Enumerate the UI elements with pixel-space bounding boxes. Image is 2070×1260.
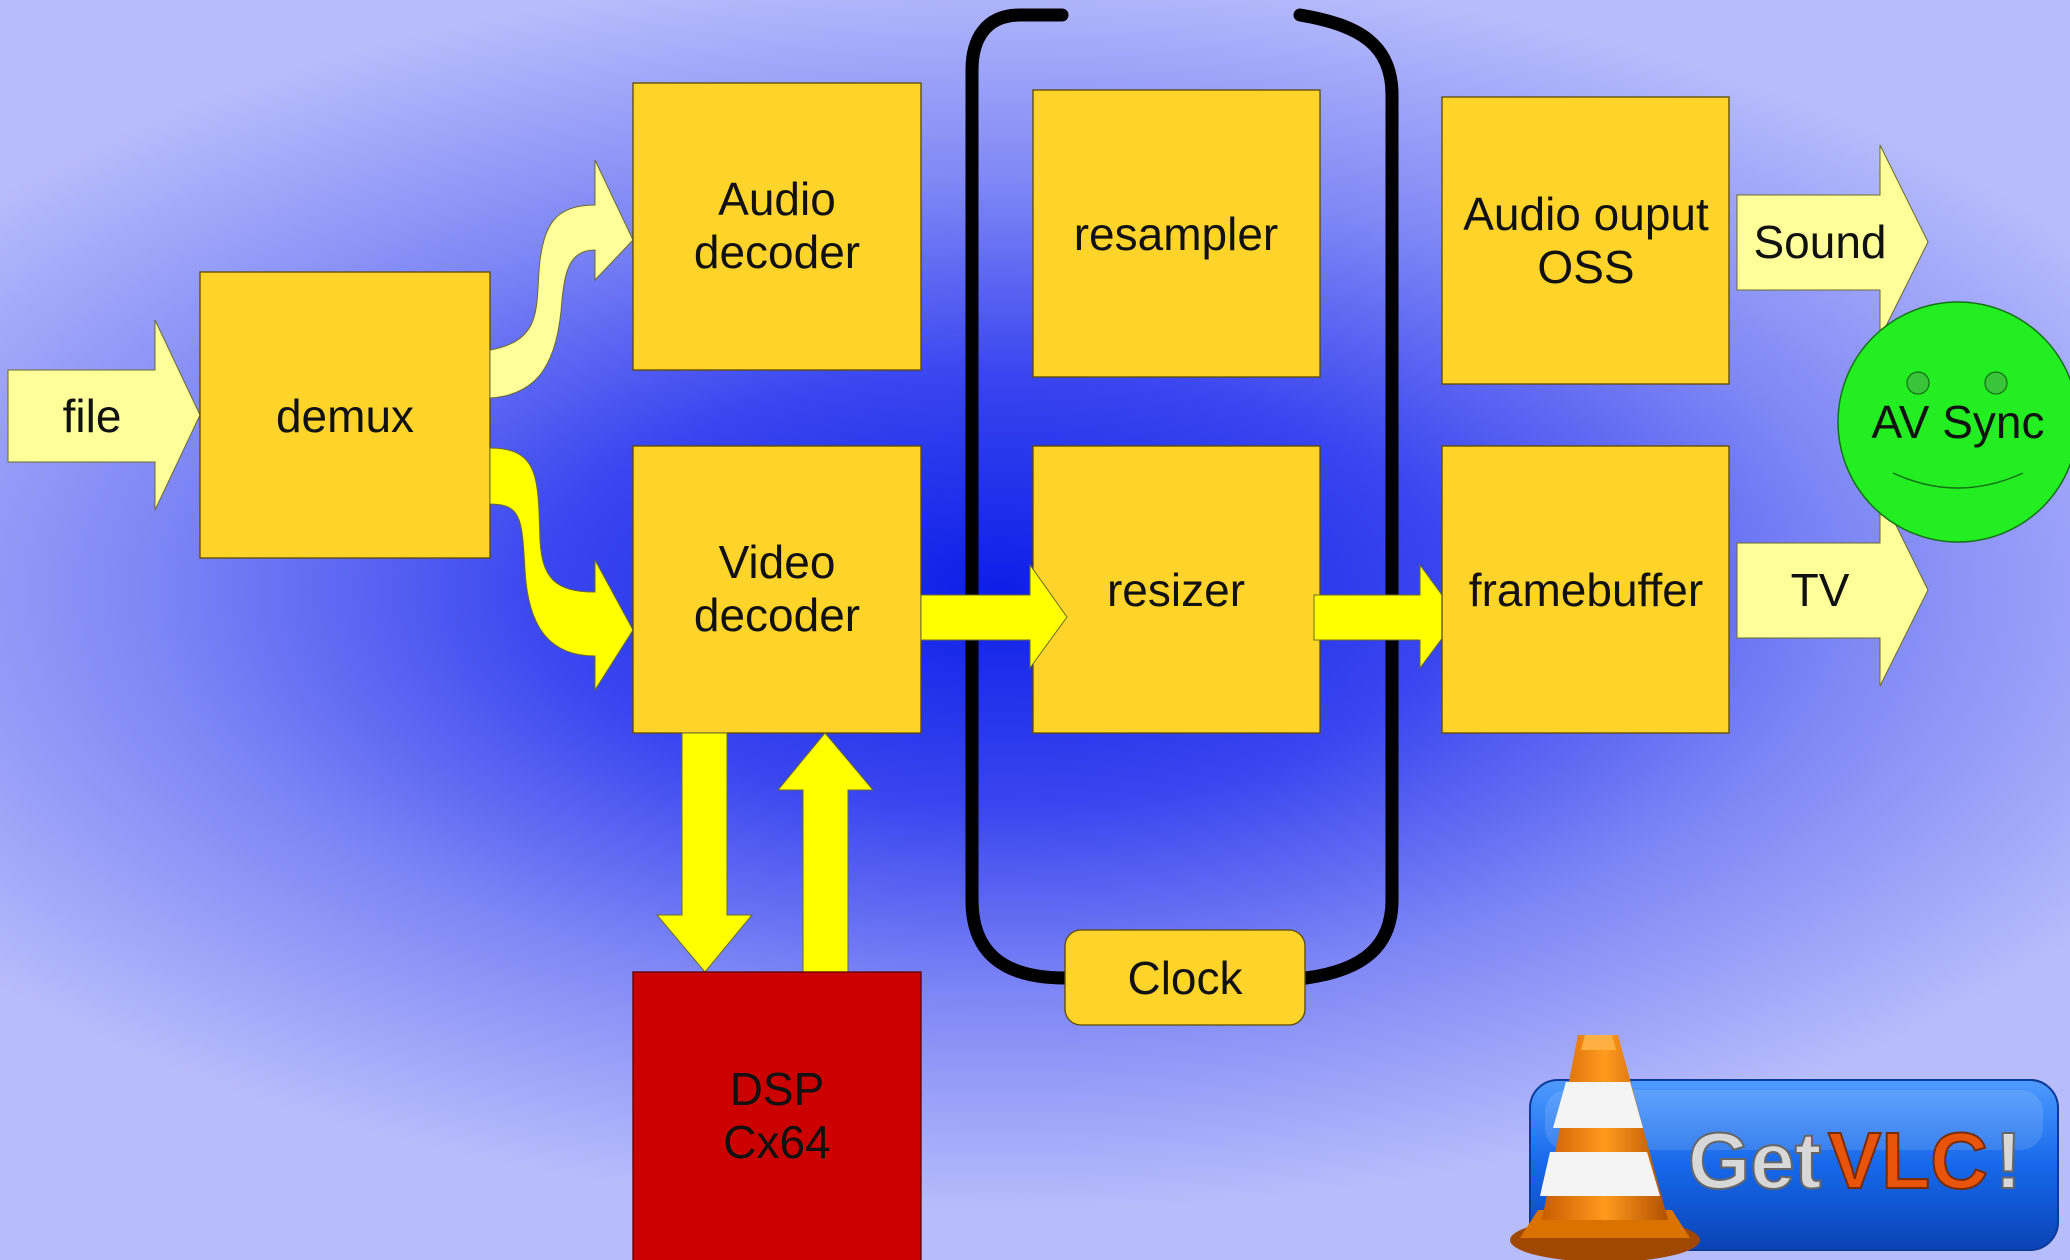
- sound-arrow: Sound: [1736, 144, 1929, 339]
- smiley-mouth-icon: [1892, 472, 2024, 489]
- bang-text: !: [1995, 1116, 2022, 1205]
- av-sync-label: AV Sync: [1872, 396, 2045, 448]
- get-text: Get: [1688, 1116, 1821, 1205]
- file-arrow: file: [7, 319, 201, 511]
- vlc-cone-icon: [1510, 1035, 1700, 1260]
- dsp-label-line1: DSP: [730, 1063, 825, 1115]
- clock-label: Clock: [1127, 952, 1243, 1004]
- sound-label: Sound: [1753, 216, 1886, 268]
- video-decoder-block: Video decoder: [632, 445, 922, 734]
- video-to-resizer-arrow: [920, 563, 1068, 670]
- audio-decoder-label-line2: decoder: [694, 226, 860, 278]
- smiley-right-eye-icon: [1984, 371, 2008, 395]
- audio-output-block: Audio ouput OSS: [1441, 96, 1730, 385]
- resampler-label: resampler: [1074, 208, 1279, 260]
- audio-output-label-line2: OSS: [1537, 241, 1634, 293]
- av-sync-smiley: AV Sync: [1837, 301, 2070, 543]
- resizer-label: resizer: [1107, 564, 1245, 616]
- file-label: file: [63, 390, 122, 442]
- audio-decoder-block: Audio decoder: [632, 82, 922, 371]
- clock-loop: [965, 8, 1399, 985]
- smiley-left-eye-icon: [1906, 371, 1930, 395]
- video-to-dsp-arrow: [655, 732, 754, 973]
- resizer-block: resizer: [1032, 445, 1321, 734]
- tv-label: TV: [1791, 564, 1850, 616]
- dsp-block: DSP Cx64: [632, 971, 922, 1260]
- framebuffer-label: framebuffer: [1469, 564, 1703, 616]
- get-vlc-badge[interactable]: Get VLC !: [1510, 1035, 2059, 1260]
- demux-label: demux: [276, 390, 414, 442]
- dsp-label-line2: Cx64: [723, 1116, 830, 1168]
- demux-to-video-arrow: [489, 447, 634, 692]
- vlc-text: VLC: [1828, 1116, 1988, 1205]
- tv-arrow: TV: [1736, 492, 1929, 687]
- video-decoder-label-line1: Video: [719, 536, 836, 588]
- dsp-to-video-arrow: [776, 732, 875, 973]
- audio-output-label-line1: Audio ouput: [1463, 188, 1709, 240]
- demux-to-audio-arrow: [489, 159, 634, 399]
- resizer-to-framebuffer-arrow: [1313, 563, 1459, 670]
- demux-block: demux: [199, 271, 491, 559]
- video-decoder-label-line2: decoder: [694, 589, 860, 641]
- resampler-block: resampler: [1032, 89, 1321, 378]
- audio-decoder-label-line1: Audio: [718, 173, 836, 225]
- framebuffer-block: framebuffer: [1441, 445, 1730, 734]
- clock-block: Clock: [1064, 929, 1306, 1026]
